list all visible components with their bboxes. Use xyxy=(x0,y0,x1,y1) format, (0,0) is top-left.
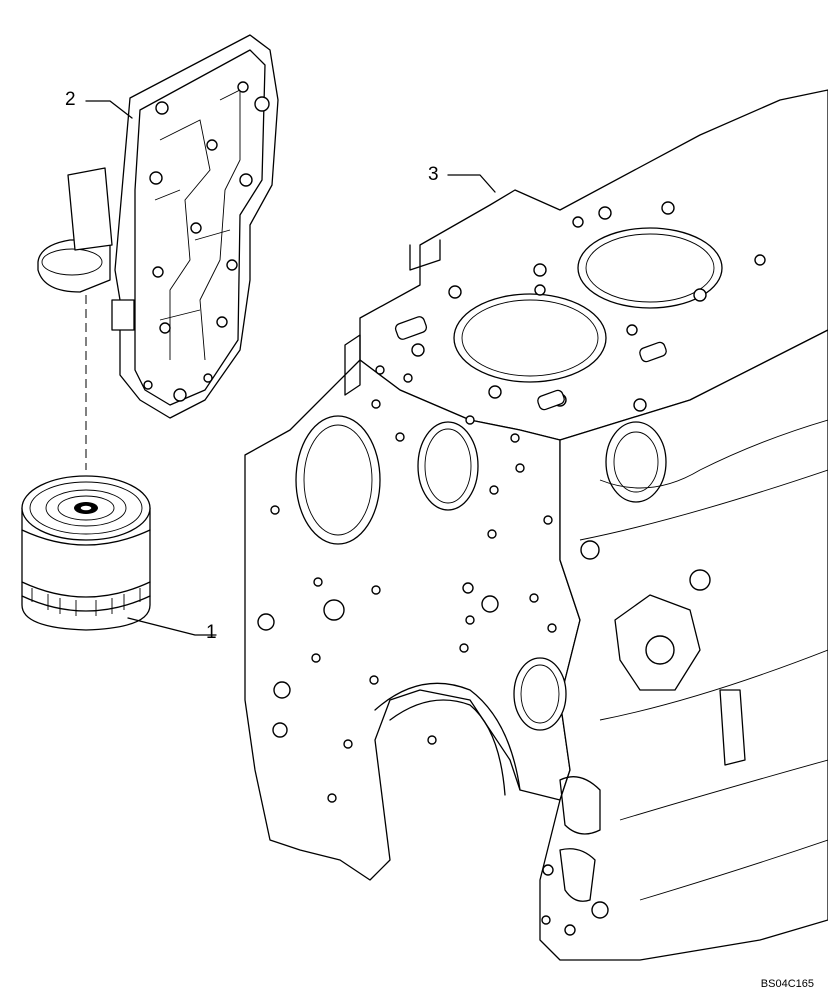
filter-adapter-plate-icon xyxy=(37,34,279,419)
callout-leader-1 xyxy=(127,617,217,636)
callout-1: 1 xyxy=(206,622,217,643)
engine-block-icon xyxy=(244,89,828,961)
callout-3: 3 xyxy=(428,164,439,185)
callout-leader-2 xyxy=(85,100,133,119)
oil-filter-icon xyxy=(21,475,151,631)
figure-code: BS04C165 xyxy=(760,978,814,990)
callout-leader-3 xyxy=(447,174,496,193)
callout-2: 2 xyxy=(65,89,76,110)
